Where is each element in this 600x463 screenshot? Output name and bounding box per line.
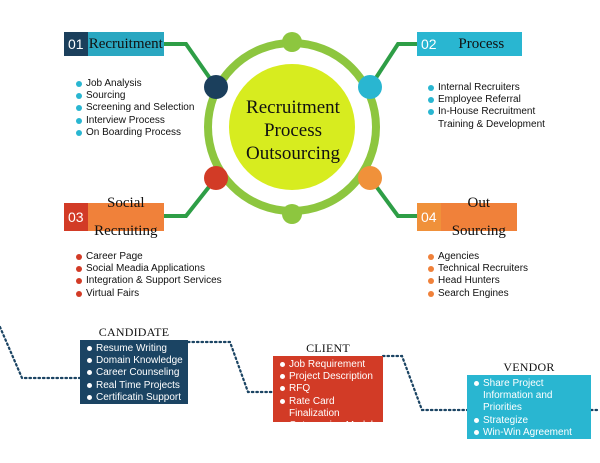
label-number: 01: [64, 32, 88, 56]
client-box: Job Requirement Project Description RFQ …: [273, 356, 383, 431]
box-item: Win-Win Agreement: [473, 427, 587, 439]
box-item: Job Requirement: [279, 359, 379, 371]
candidate-box: Resume Writing Domain Knowledge Career C…: [80, 340, 188, 404]
list-item: Employee Referral: [428, 94, 545, 106]
dotted-line-client-vendor: [381, 354, 469, 412]
box-item: RFQ: [279, 383, 379, 395]
label-line: Sourcing: [451, 223, 506, 239]
list-item: Internal Recruiters: [428, 82, 545, 94]
box-item: Outsourcing Model: [279, 420, 379, 432]
dotted-flow-lines: [0, 325, 600, 412]
process-list: Internal Recruiters Employee Referral In…: [428, 82, 545, 131]
list-item: On Boarding Process: [76, 127, 194, 139]
label-text: Recruitment: [87, 32, 164, 56]
label-line: Recruitment: [88, 36, 163, 52]
center-title-line: Process: [263, 120, 323, 141]
list-item: Job Analysis: [76, 78, 194, 90]
client-title: CLIENT: [306, 341, 350, 355]
recruitment-list: Job Analysis Sourcing Screening and Sele…: [76, 78, 194, 139]
label-number: 03: [64, 203, 88, 231]
list-item: Social Meadia Applications: [76, 263, 222, 275]
center-circle: [229, 64, 355, 190]
ring-node-top: [282, 32, 302, 52]
quadrant-node-recruitment: [204, 75, 228, 99]
box-item: Long Term Partnerships: [473, 439, 587, 463]
label-out-sourcing: 04 Out Sourcing: [417, 196, 517, 239]
center-title-line: Recruitment: [246, 97, 340, 118]
box-item: Career Counseling: [86, 367, 184, 379]
list-item: Interview Process: [76, 115, 194, 127]
label-number: 02: [417, 32, 441, 56]
label-line: Out: [467, 195, 491, 211]
box-item: Certificatin Support: [86, 392, 184, 404]
box-item: Resume Writing: [86, 343, 184, 355]
label-number: 04: [417, 203, 441, 231]
list-item: Sourcing: [76, 90, 194, 102]
connector-recruitment: [164, 42, 218, 89]
label-process: 02 Process: [417, 32, 522, 56]
list-item: Agencies: [428, 251, 528, 263]
list-item: Head Hunters: [428, 275, 528, 287]
quadrant-node-out-sourcing: [358, 166, 382, 190]
label-text: Social Recruiting: [87, 196, 164, 239]
label-social-recruiting: 03 Social Recruiting: [64, 196, 164, 239]
list-item: In-House Recruitment: [428, 106, 545, 118]
diagram-canvas: [0, 32, 600, 412]
box-item: Project Description: [279, 371, 379, 383]
box-item: Domain Knowledge: [86, 355, 184, 367]
label-text: Out Sourcing: [440, 196, 517, 239]
label-recruitment: 01 Recruitment: [64, 32, 164, 56]
connector-lines: [164, 42, 417, 218]
out-sourcing-list: Agencies Technical Recruiters Head Hunte…: [428, 251, 528, 300]
list-item: Technical Recruiters: [428, 263, 528, 275]
list-item: Search Engines: [428, 288, 528, 300]
quadrant-node-social-recruiting: [204, 166, 228, 190]
connector-out-sourcing: [368, 176, 417, 218]
label-text: Process: [440, 32, 522, 56]
label-line: Recruiting: [94, 223, 158, 239]
connector-process: [368, 42, 417, 89]
list-item: Integration & Support Services: [76, 275, 222, 287]
label-line: Social: [107, 195, 145, 211]
connector-social-recruiting: [164, 176, 218, 218]
list-item: Training & Development: [438, 118, 545, 130]
list-item: Screening and Selection: [76, 102, 194, 114]
box-item: Share Project Information and Priorities: [473, 378, 587, 415]
box-item: Strategize: [473, 415, 587, 427]
candidate-title: CANDIDATE: [98, 325, 170, 339]
social-recruiting-list: Career Page Social Meadia Applications I…: [76, 251, 222, 300]
box-item: Rate Card Finalization: [279, 396, 379, 420]
list-item: Virtual Fairs: [76, 288, 222, 300]
ring-node-bottom: [282, 204, 302, 224]
center-title: Recruitment Process Outsourcing: [225, 96, 361, 165]
list-item: Career Page: [76, 251, 222, 263]
label-line: Process: [458, 36, 505, 52]
vendor-box: Share Project Information and Priorities…: [467, 375, 591, 462]
dotted-line-left: [0, 325, 82, 380]
box-item: Real Time Projects: [86, 380, 184, 392]
vendor-title: VENDOR: [503, 360, 555, 374]
quadrant-node-process: [358, 75, 382, 99]
center-title-line: Outsourcing: [246, 143, 340, 164]
dotted-line-candidate-client: [186, 340, 275, 394]
